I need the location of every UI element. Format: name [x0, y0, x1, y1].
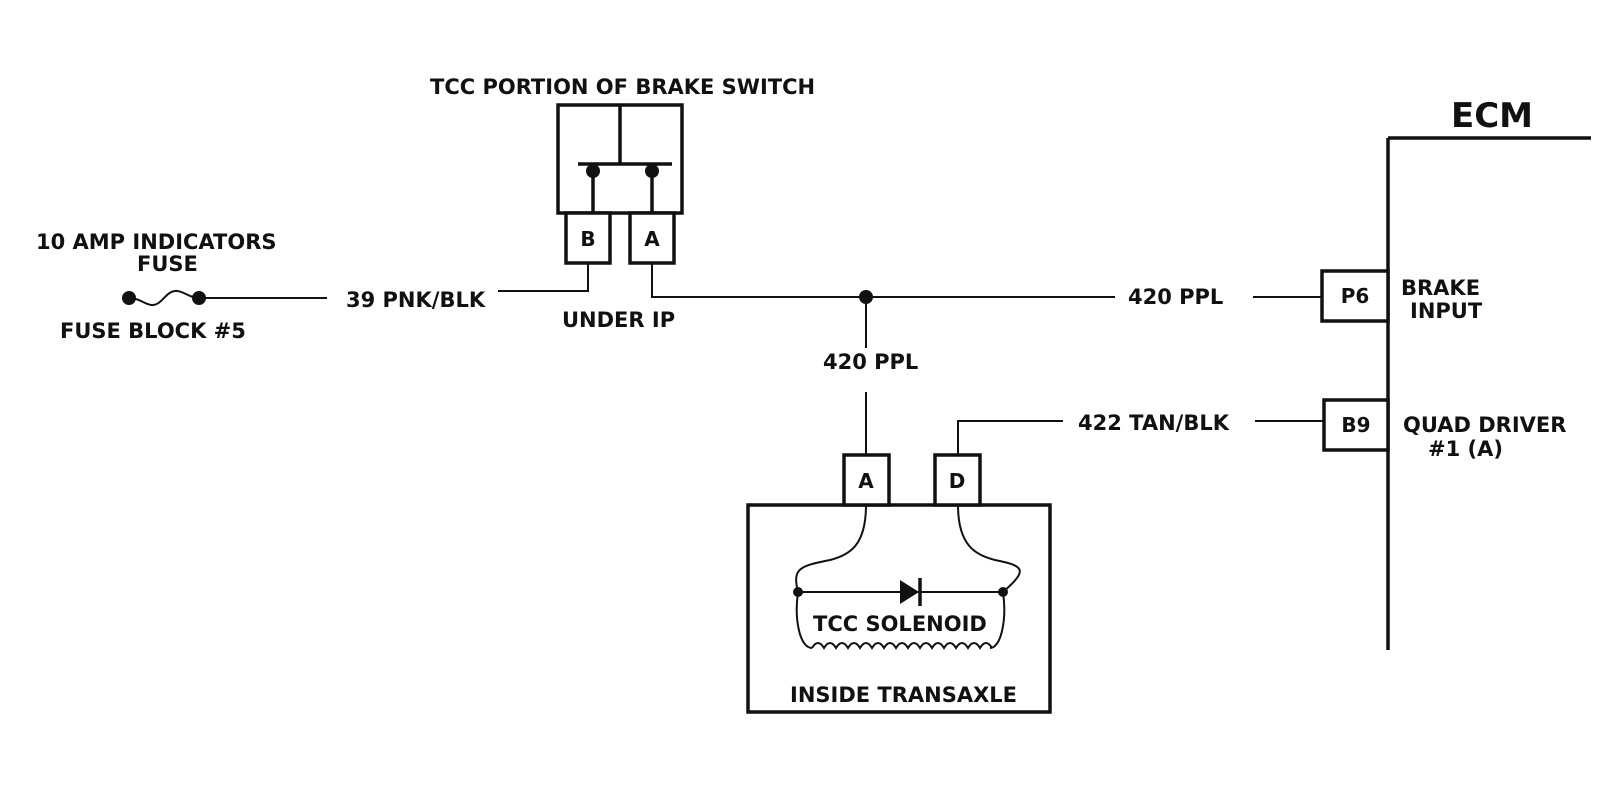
transaxle-pin-a-box: [842, 453, 891, 507]
transaxle-housing: [746, 503, 1052, 714]
wire-422-label: 422 TAN/BLK: [1078, 411, 1230, 435]
ecm-pin-p6-label: P6: [1341, 284, 1370, 308]
fuse-block-label: FUSE BLOCK #5: [60, 319, 246, 343]
switch-contact-dot-right: [645, 164, 659, 178]
ecm: [1320, 136, 1591, 650]
ecm-title: ECM: [1451, 96, 1533, 136]
diode-icon: [900, 580, 919, 604]
switch-pin-a-box: [628, 211, 676, 265]
fuse-label-line2: FUSE: [137, 252, 198, 276]
wire-422-segment-left: [957, 420, 1063, 455]
solenoid-lead-left: [795, 504, 867, 593]
solenoid-lead-right: [957, 504, 1021, 593]
ecm-p6-function-line2: INPUT: [1410, 299, 1483, 323]
ecm-pin-b9-box: [1322, 398, 1390, 452]
ecm-b9-function-line1: QUAD DRIVER: [1403, 413, 1566, 437]
transaxle-pin-d-label: D: [949, 469, 966, 493]
coil-winding: [811, 642, 993, 650]
wire-39-segment-right: [498, 263, 589, 292]
fuse: [122, 289, 206, 307]
ecm-pin-b9-label: B9: [1341, 413, 1370, 437]
brake-switch-title: TCC PORTION OF BRAKE SWITCH: [430, 75, 815, 99]
switch-pin-a-label: A: [644, 227, 660, 251]
wire-420-main: [651, 263, 1115, 298]
wire-420-branch-label: 420 PPL: [823, 350, 918, 374]
ecm-pin-p6-box: [1320, 269, 1390, 323]
coil-bracket-left: [795, 591, 813, 649]
transaxle-pin-a-label: A: [858, 469, 874, 493]
transaxle-location-label: INSIDE TRANSAXLE: [790, 683, 1017, 707]
tcc-solenoid-label: TCC SOLENOID: [813, 612, 987, 636]
wire-420-main-label: 420 PPL: [1128, 285, 1223, 309]
ecm-b9-function-line2: #1 (A): [1428, 437, 1503, 461]
coil-bracket-right: [989, 591, 1006, 649]
fuse-label-line1: 10 AMP INDICATORS: [36, 230, 277, 254]
fuse-element-symbol: [128, 289, 200, 307]
switch-location-label: UNDER IP: [562, 308, 675, 332]
brake-switch: [556, 103, 684, 265]
wire-39-label: 39 PNK/BLK: [346, 288, 486, 312]
switch-pin-b-label: B: [580, 227, 595, 251]
transaxle: [746, 453, 1052, 714]
switch-contact-dot-left: [586, 164, 600, 178]
ecm-p6-function-line1: BRAKE: [1401, 276, 1480, 300]
